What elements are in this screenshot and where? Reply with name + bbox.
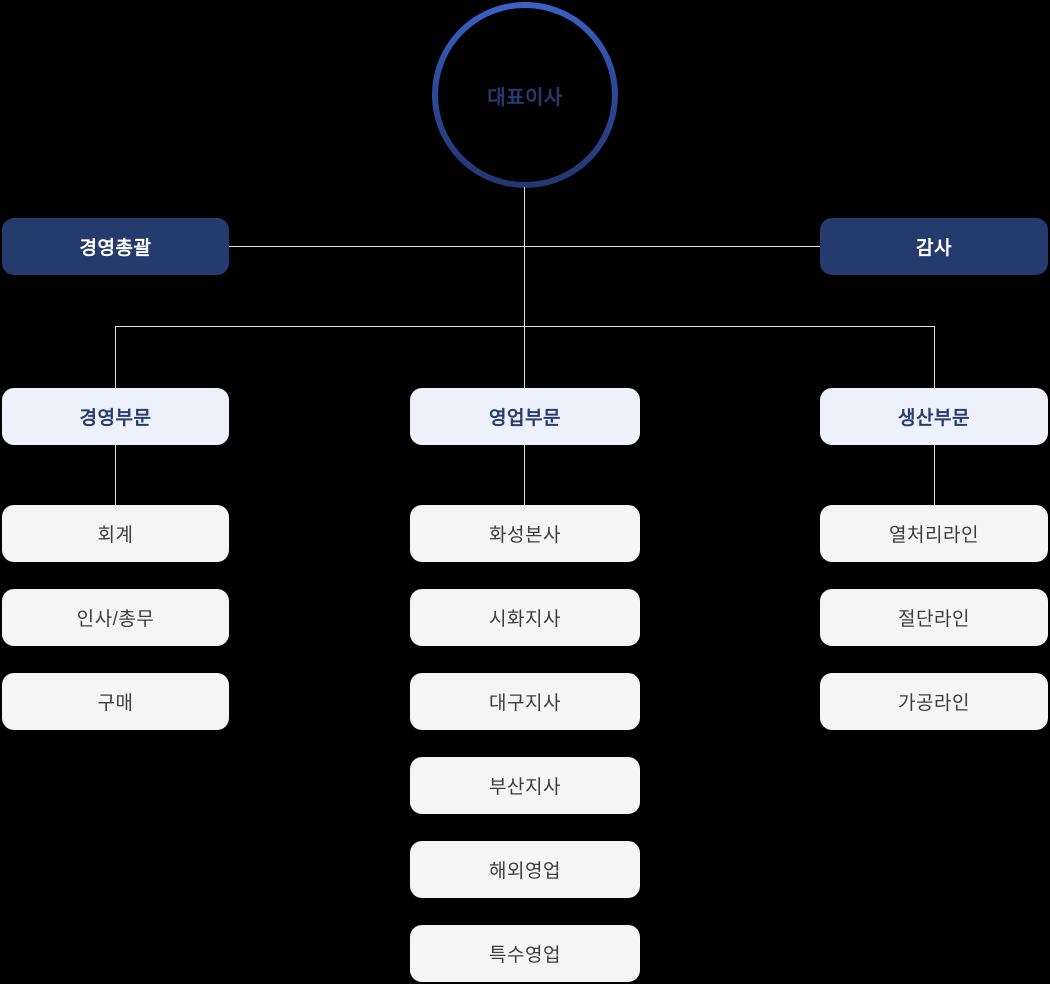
column-management-division: 경영부문 회계 인사/총무 구매: [2, 388, 229, 730]
division-box-sales: 영업부문: [410, 388, 640, 445]
child-box-machining-line: 가공라인: [820, 673, 1048, 730]
child-box-overseas-sales: 해외영업: [410, 841, 640, 898]
staff-box-audit: 감사: [820, 218, 1048, 275]
connector-ceo-vertical: [524, 187, 525, 388]
connector-division-horizontal: [115, 326, 935, 327]
connector-division-right-drop: [934, 326, 935, 388]
child-box-hr-general-affairs: 인사/총무: [2, 589, 229, 646]
child-box-daegu-branch: 대구지사: [410, 673, 640, 730]
ceo-circle: 대표이사: [432, 2, 618, 188]
division-box-management: 경영부문: [2, 388, 229, 445]
ceo-circle-inner: 대표이사: [438, 8, 612, 182]
staff-box-management-overall: 경영총괄: [2, 218, 229, 275]
child-box-purchasing: 구매: [2, 673, 229, 730]
connector-child-mid-drop: [524, 445, 525, 505]
connector-staff-horizontal: [229, 246, 820, 247]
child-box-busan-branch: 부산지사: [410, 757, 640, 814]
child-box-sihwa-branch: 시화지사: [410, 589, 640, 646]
ceo-label: 대표이사: [487, 86, 563, 109]
child-box-special-sales: 특수영업: [410, 925, 640, 982]
column-sales-division: 영업부문 화성본사 시화지사 대구지사 부산지사 해외영업 특수영업: [410, 388, 640, 982]
column-production-division: 생산부문 열처리라인 절단라인 가공라인: [820, 388, 1048, 730]
child-box-accounting: 회계: [2, 505, 229, 562]
child-box-cutting-line: 절단라인: [820, 589, 1048, 646]
child-box-hwaseong-hq: 화성본사: [410, 505, 640, 562]
division-box-production: 생산부문: [820, 388, 1048, 445]
connector-division-left-drop: [115, 326, 116, 388]
connector-child-left-drop: [115, 445, 116, 505]
connector-child-right-drop: [934, 445, 935, 505]
child-box-heat-treatment-line: 열처리라인: [820, 505, 1048, 562]
